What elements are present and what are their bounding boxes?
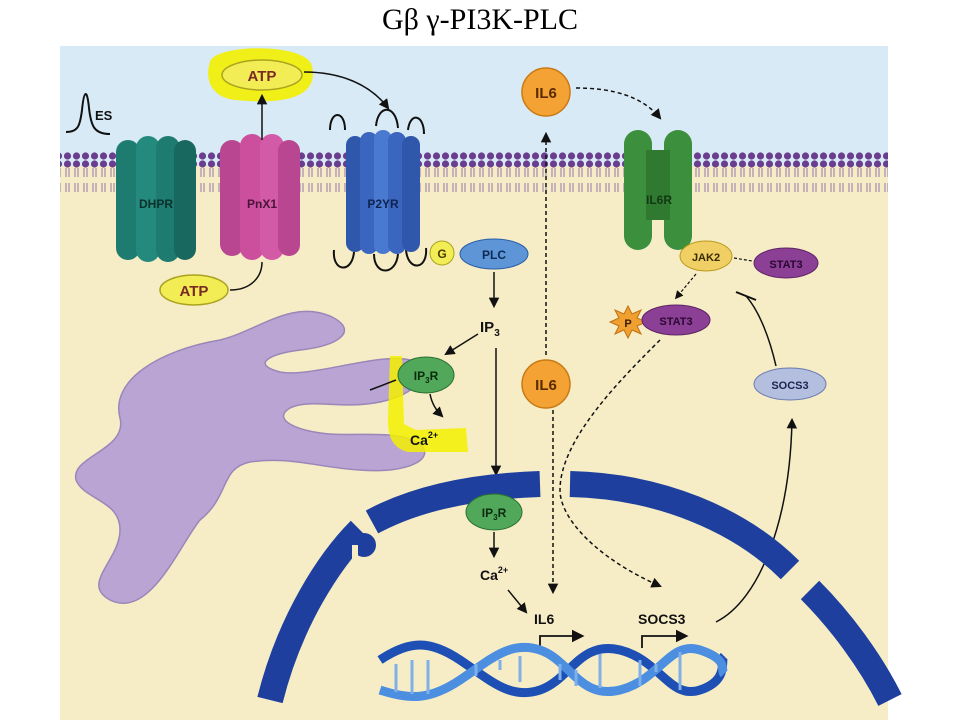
jak2-label: JAK2	[692, 252, 720, 264]
dhpr-channel: DHPR	[116, 136, 196, 262]
p2yr-label: P2YR	[367, 197, 399, 211]
atp-extracellular: ATP	[208, 48, 313, 102]
slide-title: Gβ γ-PI3K-PLC	[381, 3, 579, 36]
atp-out-label: ATP	[248, 68, 277, 85]
atp-intracellular: ATP	[159, 274, 229, 306]
il6-out-label: IL6	[535, 85, 557, 102]
pnx1-label: PnX1	[247, 197, 277, 211]
il6r-label: IL6R	[646, 193, 672, 207]
stat3: STAT3	[753, 247, 819, 279]
endoplasmic-reticulum	[75, 310, 426, 604]
phospho-stat3: P STAT3	[608, 304, 711, 340]
il6-extracellular: IL6	[521, 67, 571, 117]
ip3r-er: IP3R	[397, 356, 455, 394]
extracellular-space	[60, 46, 888, 166]
il6r-receptor: IL6R	[624, 130, 692, 250]
stat3-label: STAT3	[769, 259, 802, 271]
ca-er-label: Ca2+	[410, 430, 438, 448]
plc-label: PLC	[482, 248, 506, 262]
ip3r-nuc-label: IP3R	[482, 506, 507, 522]
ca-nuc-label: Ca2+	[480, 565, 508, 583]
p-label: P	[624, 318, 631, 330]
socs3-protein: SOCS3	[753, 367, 827, 401]
jak2: JAK2	[679, 240, 733, 272]
il6-cytoplasm: IL6	[521, 359, 571, 409]
er-highlight	[388, 356, 468, 452]
il6-cyto-label: IL6	[535, 377, 557, 394]
dna-helix	[377, 640, 729, 702]
g-protein: G	[429, 240, 455, 266]
plc-enzyme: PLC	[459, 238, 529, 270]
es-stimulus-icon: ES	[65, 93, 113, 135]
pnx1-channel: PnX1	[220, 134, 300, 260]
ip3r-er-label: IP3R	[414, 369, 439, 385]
socs3-gene-label: SOCS3	[638, 611, 686, 627]
g-label: G	[437, 247, 446, 261]
pstat3-label: STAT3	[659, 316, 692, 328]
nuclear-envelope	[257, 471, 902, 706]
es-label: ES	[95, 108, 113, 123]
socs3-prot-label: SOCS3	[771, 380, 808, 392]
dhpr-label: DHPR	[139, 197, 173, 211]
plasma-membrane	[60, 152, 888, 192]
atp-in-label: ATP	[180, 283, 209, 300]
il6-gene-label: IL6	[534, 611, 554, 627]
ip3r-nuclear: IP3R	[465, 493, 523, 531]
p2yr-receptor: P2YR	[329, 108, 428, 272]
ip3-label: IP3	[480, 319, 500, 339]
